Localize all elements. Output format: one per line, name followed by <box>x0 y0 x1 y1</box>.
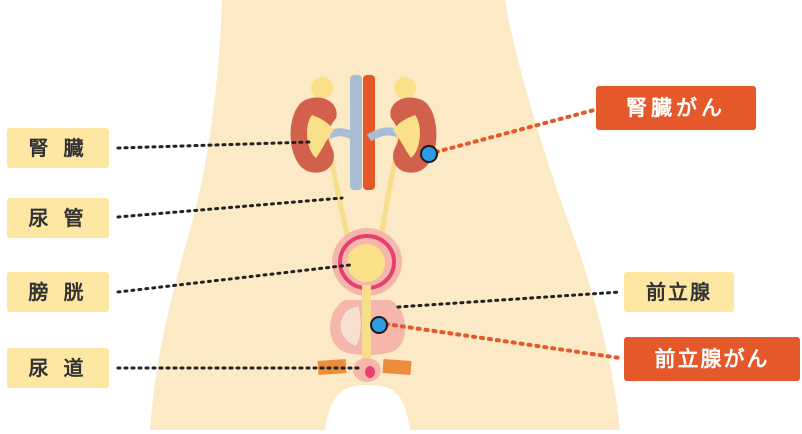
label-urethra: 尿 道 <box>7 348 109 388</box>
urethra-opening-inner <box>365 366 375 378</box>
tumor-marker-kidney <box>421 146 437 162</box>
label-kidney-cancer: 腎臓がん <box>596 86 756 130</box>
label-kidney: 腎 臓 <box>7 128 109 168</box>
pelvic-muscle-right <box>383 359 412 375</box>
label-ureter: 尿 管 <box>7 198 109 238</box>
label-prostate-cancer: 前立腺がん <box>624 337 800 381</box>
label-prostate: 前立腺 <box>624 272 734 312</box>
label-bladder: 膀 胱 <box>7 272 109 312</box>
tumor-marker-prostate <box>371 317 387 333</box>
